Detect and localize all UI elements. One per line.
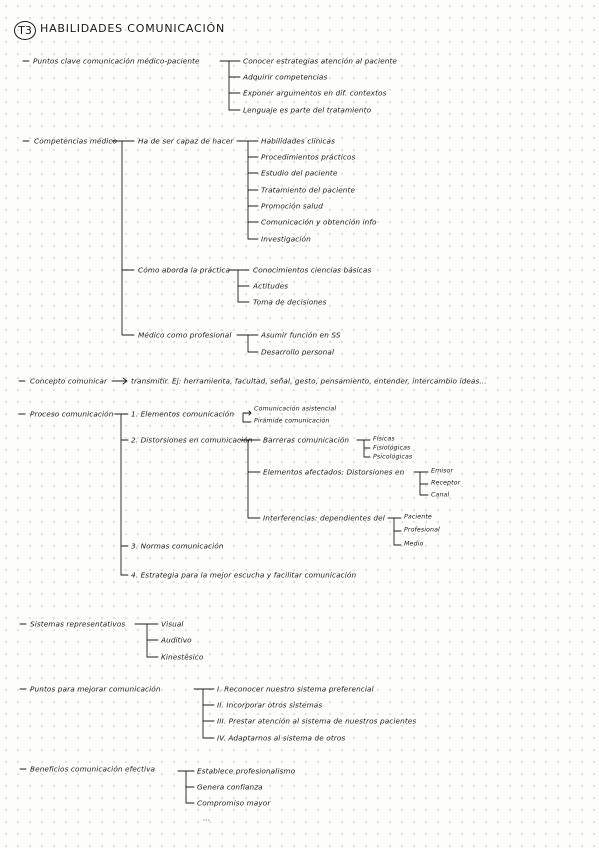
page-title: HABILIDADES COMUNICACIÓN bbox=[40, 22, 226, 35]
concepto-text: transmitir. Ej: herramienta, facultad, s… bbox=[131, 376, 487, 386]
list-item: Asumir función en SS bbox=[261, 330, 341, 340]
bracket-puntos-clave bbox=[219, 60, 241, 111]
list-item: Visual bbox=[161, 619, 184, 629]
bracket-hacer bbox=[236, 140, 259, 240]
bracket-elementos-afectados bbox=[413, 471, 429, 496]
list-item: Pirámide comunicación bbox=[254, 417, 330, 425]
bracket-sistemas bbox=[134, 623, 159, 658]
list-item: Desarrollo personal bbox=[261, 347, 335, 357]
bracket-beneficios bbox=[177, 770, 195, 804]
list-item: Fisiológicas bbox=[373, 444, 411, 452]
branch-estrategia: 4. Estrategia para la mejor escucha y fa… bbox=[131, 570, 357, 580]
list-item: Procedimientos prácticos bbox=[261, 152, 356, 162]
list-item: Receptor bbox=[431, 479, 461, 487]
branch-hacer: Ha de ser capaz de hacer bbox=[138, 136, 234, 146]
list-item: Conocer estrategias atención al paciente bbox=[243, 56, 398, 66]
list-item: Investigación bbox=[261, 234, 311, 244]
list-item: II. Incorporar otros sistemas bbox=[217, 700, 323, 710]
title-tag: T3 bbox=[14, 21, 36, 40]
branch-elementos-afectados: Elementos afectados: Distorsiones en bbox=[263, 467, 405, 477]
list-item: Promoción salud bbox=[261, 201, 323, 211]
list-item: Profesional bbox=[404, 526, 440, 534]
bracket-puntos-mejorar bbox=[193, 688, 215, 739]
list-item: Habilidades clínicas bbox=[261, 136, 336, 146]
section-proceso: Proceso comunicación bbox=[30, 409, 114, 419]
branch-aborda: Cómo aborda la práctica bbox=[138, 265, 231, 275]
section-competencias: Competencias médico bbox=[34, 136, 118, 146]
list-item: Establece profesionalismo bbox=[197, 766, 296, 776]
list-item: Toma de decisiones bbox=[253, 297, 327, 307]
list-item: IV. Adaptarnos al sistema de otros bbox=[217, 733, 346, 743]
ellipsis: ... bbox=[203, 813, 211, 823]
list-item: Canal bbox=[431, 491, 450, 499]
list-item: Comunicación y obtención info bbox=[261, 217, 377, 227]
list-item: Conocimientos ciencias básicas bbox=[253, 265, 372, 275]
list-item: Compromiso mayor bbox=[197, 798, 271, 808]
list-item: Tratamiento del paciente bbox=[261, 185, 356, 195]
list-item: Kinestésico bbox=[161, 652, 204, 662]
bracket-barreras bbox=[356, 439, 371, 458]
bracket-profesional bbox=[236, 334, 259, 353]
branch-interferencias: Interferencias: dependientes del bbox=[263, 513, 385, 523]
list-item: Psicológicas bbox=[373, 453, 413, 461]
bracket-proceso bbox=[114, 413, 129, 576]
section-beneficios: Beneficios comunicación efectiva bbox=[30, 764, 156, 774]
bracket-competencias bbox=[111, 140, 135, 336]
dash bbox=[18, 60, 30, 770]
list-item: Comunicación asistencial bbox=[254, 405, 337, 413]
list-item: Auditivo bbox=[161, 635, 192, 645]
list-item: Genera confianza bbox=[197, 782, 263, 792]
list-item: Físicas bbox=[373, 435, 395, 443]
arrow-elementos bbox=[242, 410, 252, 423]
branch-elementos: 1. Elementos comunicación bbox=[131, 409, 235, 419]
list-item: Lenguaje es parte del tratamiento bbox=[243, 105, 372, 115]
bracket-distorsiones bbox=[239, 439, 261, 519]
branch-profesional: Médico como profesional bbox=[138, 330, 232, 340]
section-puntos-mejorar: Puntos para mejorar comunicación bbox=[30, 684, 161, 694]
bracket-interferencias bbox=[387, 517, 402, 546]
section-concepto: Concepto comunicar bbox=[30, 376, 108, 386]
list-item: Emisor bbox=[431, 467, 454, 475]
list-item: Paciente bbox=[404, 513, 432, 521]
list-item: Estudio del paciente bbox=[261, 168, 338, 178]
bracket-aborda bbox=[228, 269, 250, 303]
branch-distorsiones: 2. Distorsiones en comunicación bbox=[131, 435, 253, 445]
list-item: III. Prestar atención al sistema de nues… bbox=[217, 716, 417, 726]
branch-barreras: Barreras comunicación bbox=[263, 435, 350, 445]
arrow-concepto bbox=[111, 377, 128, 385]
list-item: Medio bbox=[404, 540, 424, 548]
section-puntos-clave: Puntos clave comunicación médico-pacient… bbox=[33, 56, 200, 66]
list-item: I. Reconocer nuestro sistema preferencia… bbox=[217, 684, 374, 694]
section-sistemas: Sistemas representativos bbox=[30, 619, 126, 629]
list-item: Actitudes bbox=[253, 281, 289, 291]
branch-normas: 3. Normas comunicación bbox=[131, 541, 224, 551]
list-item: Adquirir competencias bbox=[243, 72, 328, 82]
list-item: Exponer argumentos en dif. contextos bbox=[243, 88, 387, 98]
